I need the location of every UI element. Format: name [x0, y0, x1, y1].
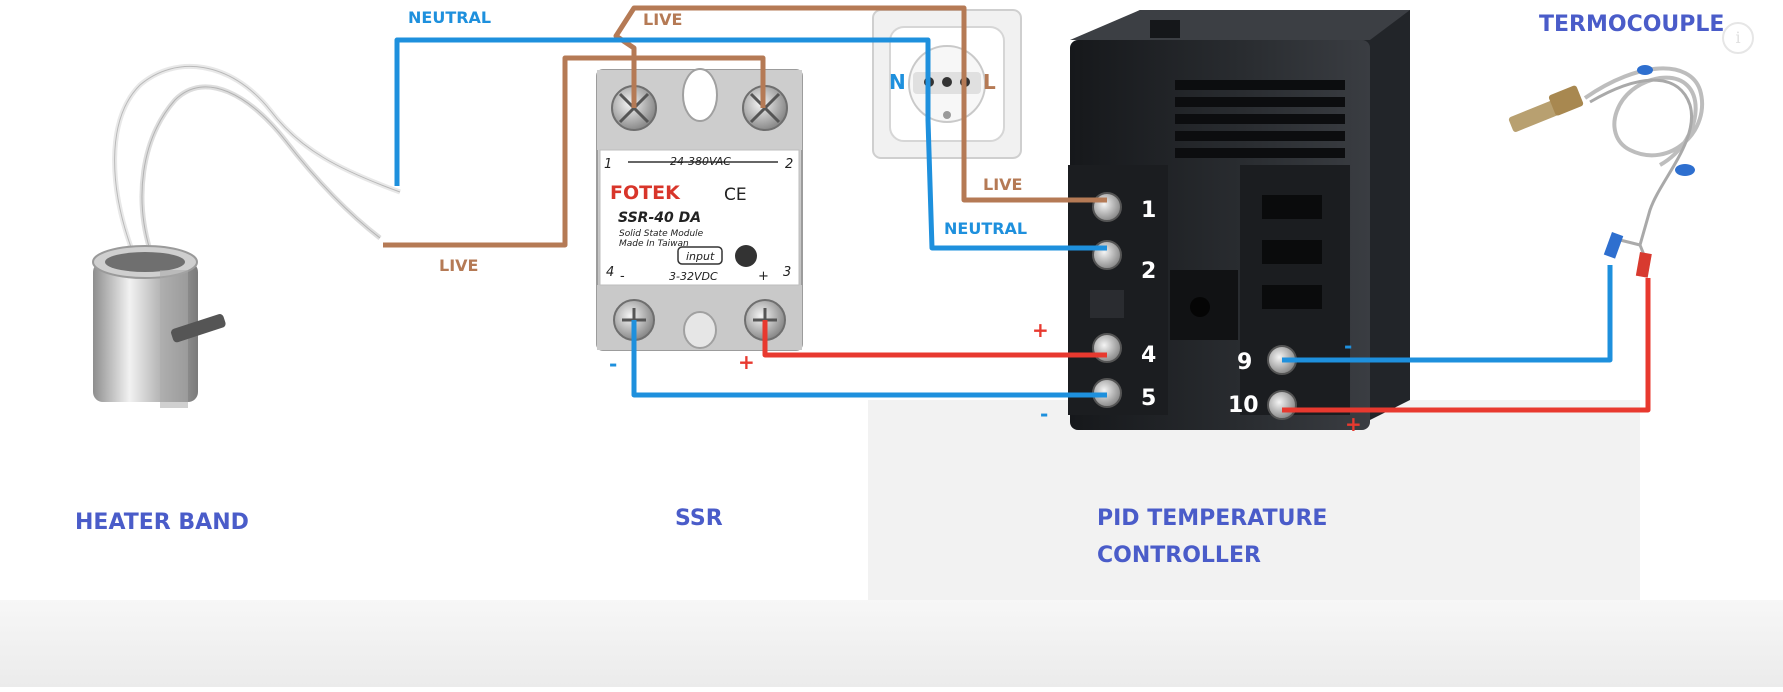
pid-plus-right: +	[1345, 412, 1362, 436]
ssr-desc-1: Solid State Module	[619, 229, 704, 239]
heater-lead-1	[112, 63, 401, 251]
wire-ssr-plus-to-pid-4	[762, 320, 1107, 358]
ssr-label-plate	[599, 149, 800, 286]
wire-live-heater-to-ssr	[383, 55, 766, 248]
pid-terminal-4-label: 4	[1141, 343, 1156, 368]
signal-wires	[631, 265, 1651, 413]
ssr-minus-sign: -	[609, 352, 618, 376]
live-wires	[383, 5, 1107, 248]
pid-screw-2	[1092, 240, 1122, 270]
ssr-minus-mark: -	[620, 269, 625, 284]
player-bottom-band	[0, 600, 1783, 687]
label-live-heater: LIVE	[439, 256, 479, 275]
info-icon[interactable]: i	[1722, 22, 1754, 54]
heater-band	[92, 63, 401, 408]
heater-band-title: HEATER BAND	[75, 510, 249, 535]
probe-tip	[1508, 98, 1565, 132]
wire-tc-plus-to-pid-10	[1282, 278, 1651, 413]
wire-neutral-socket-to-pid	[925, 60, 1107, 251]
tc-lead-red	[1635, 252, 1652, 278]
thermocouple-probe	[1508, 65, 1704, 278]
label-live-pid: LIVE	[983, 175, 1023, 194]
wire-neutral-heater-to-socket	[394, 37, 931, 186]
pid-controller: 1 2 4 5 9 10	[1068, 10, 1410, 430]
socket-n-label: N	[889, 70, 906, 94]
pid-screw-1	[1092, 192, 1122, 222]
socket-l-label: L	[983, 70, 996, 94]
tc-lead-blue	[1603, 232, 1624, 259]
ssr-dc-range: 3-32VDC	[669, 270, 718, 283]
ssr-desc-2: Made In Taiwan	[619, 239, 689, 249]
wire-live-socket-to-ssr	[613, 5, 967, 108]
wall-socket	[872, 9, 1022, 159]
ssr-mount-slot-top	[682, 68, 718, 122]
pid-vent-slots	[1175, 80, 1345, 158]
ssr-input-label: input	[686, 250, 715, 263]
label-neutral-pid: NEUTRAL	[944, 219, 1028, 238]
thermocouple-title: TERMOCOUPLE	[1539, 12, 1725, 37]
ssr-term-4-mark: 4	[606, 265, 614, 280]
pid-photo-bg	[868, 400, 1640, 600]
ssr-plus-sign: +	[738, 350, 755, 374]
ssr-plus-mark: +	[758, 269, 769, 284]
wire-tc-minus-to-pid-9	[1282, 265, 1613, 363]
ssr-mount-slot-bottom	[683, 311, 717, 349]
pid-plus-left: +	[1032, 318, 1049, 342]
pid-terminal-5-label: 5	[1141, 386, 1156, 411]
ssr-model: SSR-40 DA	[618, 210, 701, 226]
pid-terminal-9-label: 9	[1237, 350, 1252, 375]
pid-minus-left: -	[1040, 402, 1049, 426]
pid-terminal-1-label: 1	[1141, 198, 1156, 223]
ssr-ce-mark: CE	[724, 185, 747, 205]
ssr-term-1-mark: 1	[604, 157, 612, 172]
ssr-module: 1 2 4 3 24-380VAC FOTEK CE SSR-40 DA Sol…	[596, 68, 803, 351]
pid-title-line-1: PID TEMPERATURE	[1097, 506, 1328, 531]
pid-title-line-2: CONTROLLER	[1097, 543, 1261, 568]
heater-clamp-screw	[171, 314, 226, 343]
ssr-ac-range: 24-380VAC	[670, 155, 731, 168]
ssr-term-3-mark: 3	[783, 265, 791, 280]
label-neutral-top: NEUTRAL	[408, 8, 492, 27]
label-live-top: LIVE	[643, 10, 683, 29]
ssr-title: SSR	[675, 506, 723, 531]
pid-terminal-2-label: 2	[1141, 259, 1156, 284]
pid-screw-4	[1092, 333, 1122, 363]
wire-live-socket-to-pid	[961, 60, 1107, 203]
ssr-brand: FOTEK	[610, 182, 681, 204]
ssr-term-2-mark: 2	[785, 157, 793, 172]
pid-screw-10	[1267, 390, 1297, 420]
ssr-led	[735, 245, 757, 267]
pid-terminal-10-label: 10	[1228, 393, 1259, 418]
neutral-wires	[394, 37, 1107, 251]
wire-ssr-minus-to-pid-5	[631, 320, 1107, 398]
pid-minus-right: -	[1344, 334, 1353, 358]
